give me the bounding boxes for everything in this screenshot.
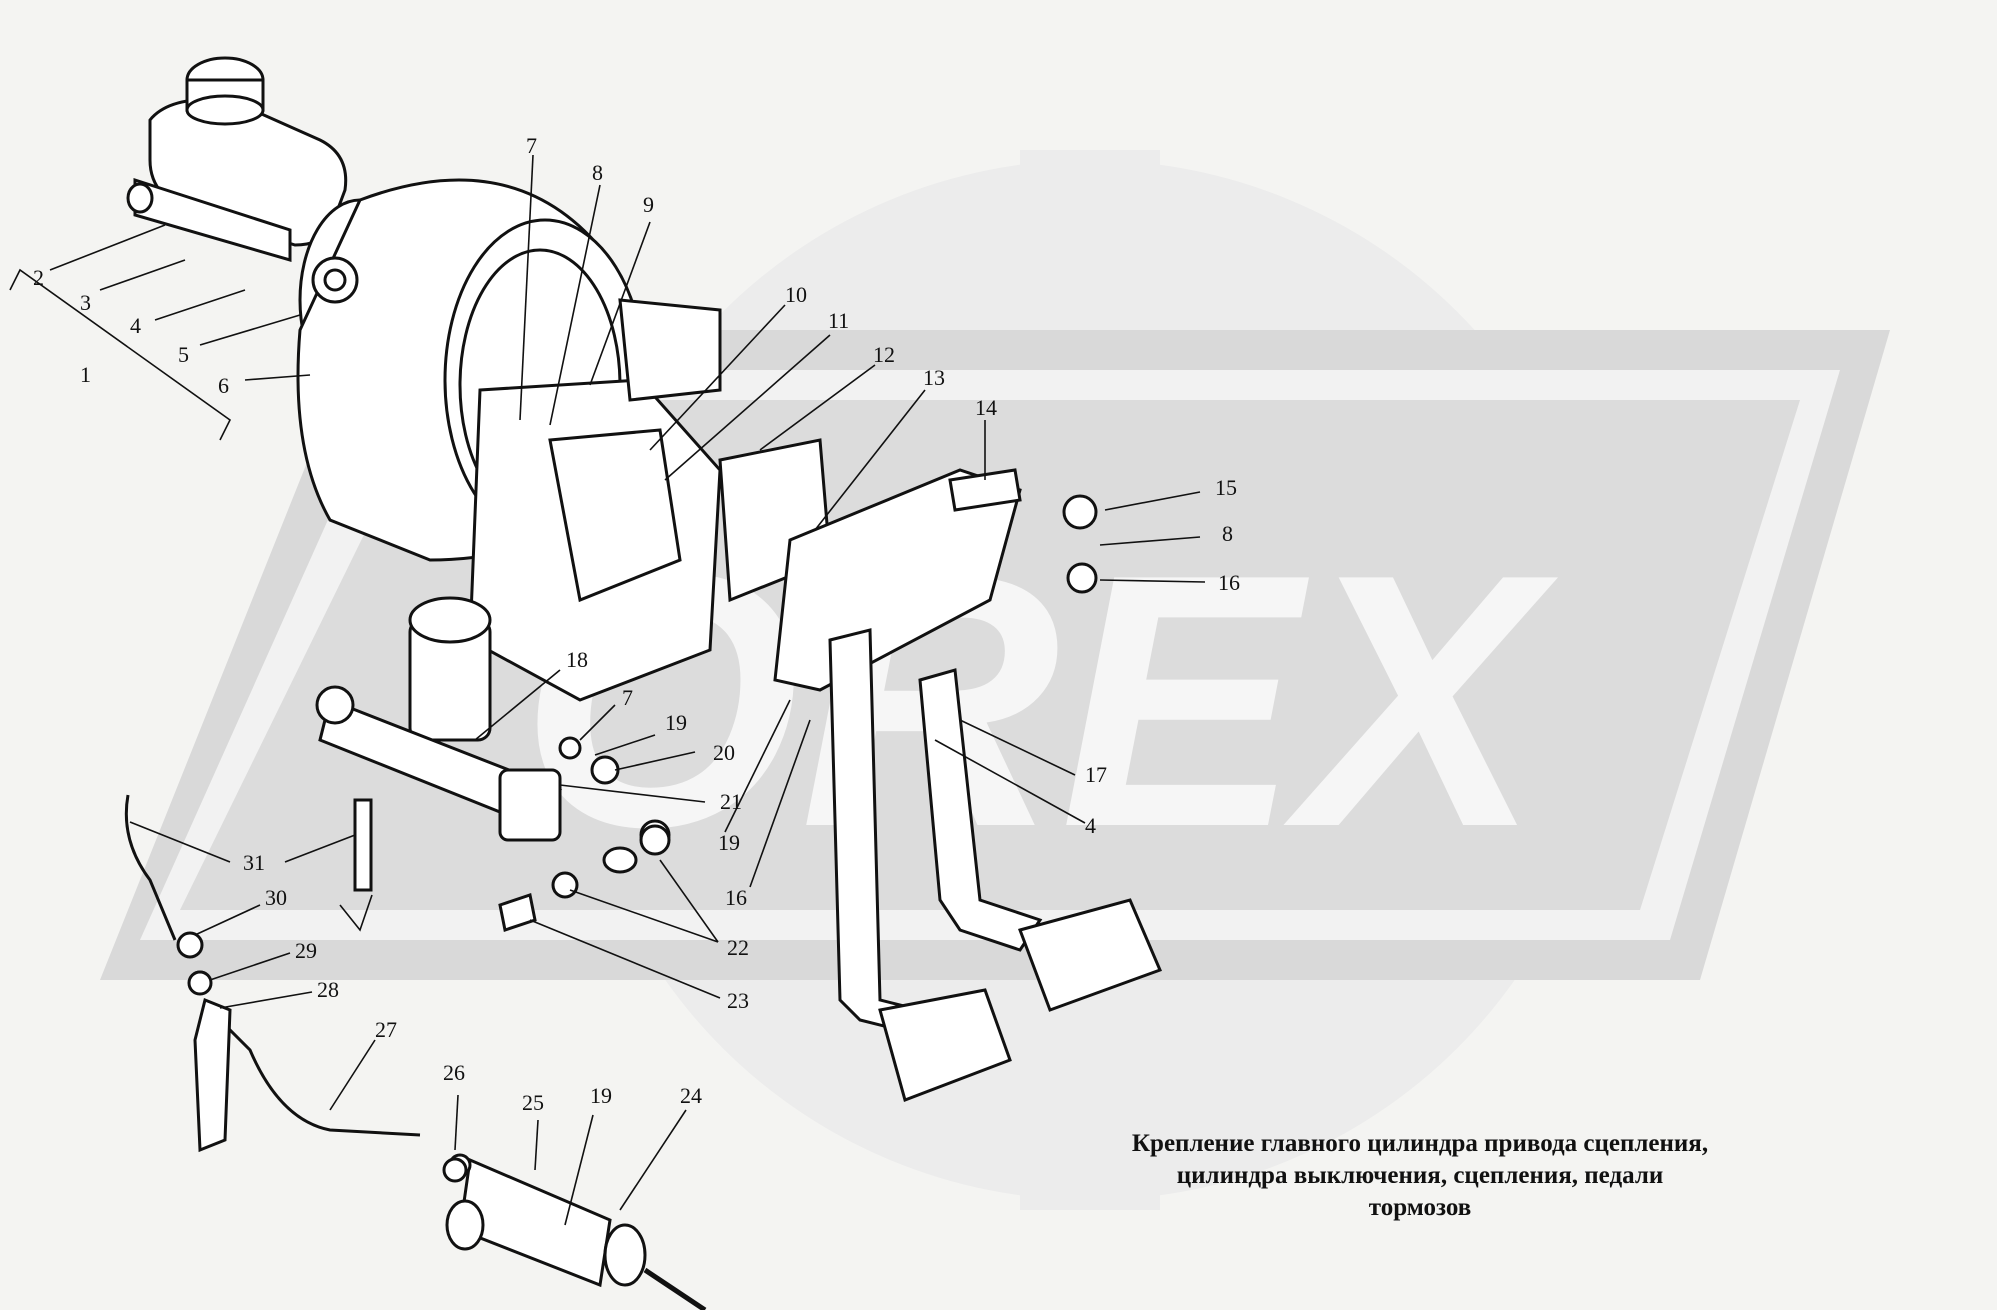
callout-10: 10 <box>785 282 807 307</box>
pedal-box <box>773 468 1022 692</box>
nut <box>639 824 671 856</box>
callout-15: 15 <box>1215 475 1237 500</box>
nut <box>590 755 620 785</box>
washer <box>551 871 579 899</box>
callout-29: 29 <box>295 938 317 963</box>
caption-line-3: тормозов <box>1368 1194 1472 1221</box>
washer <box>1062 494 1098 530</box>
callout-19c: 19 <box>590 1083 612 1108</box>
brake-pedal <box>918 668 1163 1012</box>
callout-2: 2 <box>33 265 44 290</box>
callout-7: 7 <box>526 133 537 158</box>
callout-20: 20 <box>713 740 735 765</box>
callout-31: 31 <box>243 850 265 875</box>
clutch-slave-cylinder <box>445 1153 707 1310</box>
clutch-pedal <box>828 628 1012 1102</box>
callout-5: 5 <box>178 342 189 367</box>
callout-17: 17 <box>1085 762 1107 787</box>
callout-13: 13 <box>923 365 945 390</box>
callout-19: 19 <box>665 710 687 735</box>
callout-14: 14 <box>975 395 997 420</box>
callout-12: 12 <box>873 342 895 367</box>
leader-lines <box>9 154 1206 1226</box>
callout-3: 3 <box>80 290 91 315</box>
brake-fluid-reservoir <box>126 56 348 262</box>
callout-4b: 4 <box>1085 813 1096 838</box>
callout-19b: 19 <box>718 830 740 855</box>
callout-1: 1 <box>80 362 91 387</box>
callout-30: 30 <box>265 885 287 910</box>
drawing <box>124 56 1163 1310</box>
washer <box>187 970 213 996</box>
callout-18: 18 <box>566 647 588 672</box>
callout-4: 4 <box>130 313 141 338</box>
callout-22: 22 <box>727 935 749 960</box>
bolt <box>498 893 537 932</box>
callout-25: 25 <box>522 1090 544 1115</box>
clutch-hose <box>124 794 421 1153</box>
callout-6: 6 <box>218 373 229 398</box>
callout-27: 27 <box>375 1017 397 1042</box>
callout-16: 16 <box>1218 570 1240 595</box>
diagram-caption: Крепление главного цилиндра привода сцеп… <box>1010 1128 1830 1224</box>
nut <box>1066 562 1098 594</box>
callout-16b: 16 <box>725 885 747 910</box>
callout-9: 9 <box>643 192 654 217</box>
washer <box>558 736 582 760</box>
callout-28: 28 <box>317 977 339 1002</box>
callout-21: 21 <box>720 789 742 814</box>
callout-11: 11 <box>828 308 849 333</box>
caption-line-1: Крепление главного цилиндра привода сцеп… <box>1131 1130 1709 1157</box>
callout-23: 23 <box>727 988 749 1013</box>
callout-7b: 7 <box>622 685 633 710</box>
callout-24: 24 <box>680 1083 702 1108</box>
callout-8: 8 <box>592 160 603 185</box>
washer <box>442 1157 468 1183</box>
callout-26: 26 <box>443 1060 465 1085</box>
callout-8b: 8 <box>1222 521 1233 546</box>
callout-labels: 1 2 3 4 5 6 7 8 9 10 11 12 13 14 15 8 16… <box>33 133 1240 1115</box>
caption-line-2: цилиндра выключения, сцепления, педали <box>1176 1162 1664 1189</box>
